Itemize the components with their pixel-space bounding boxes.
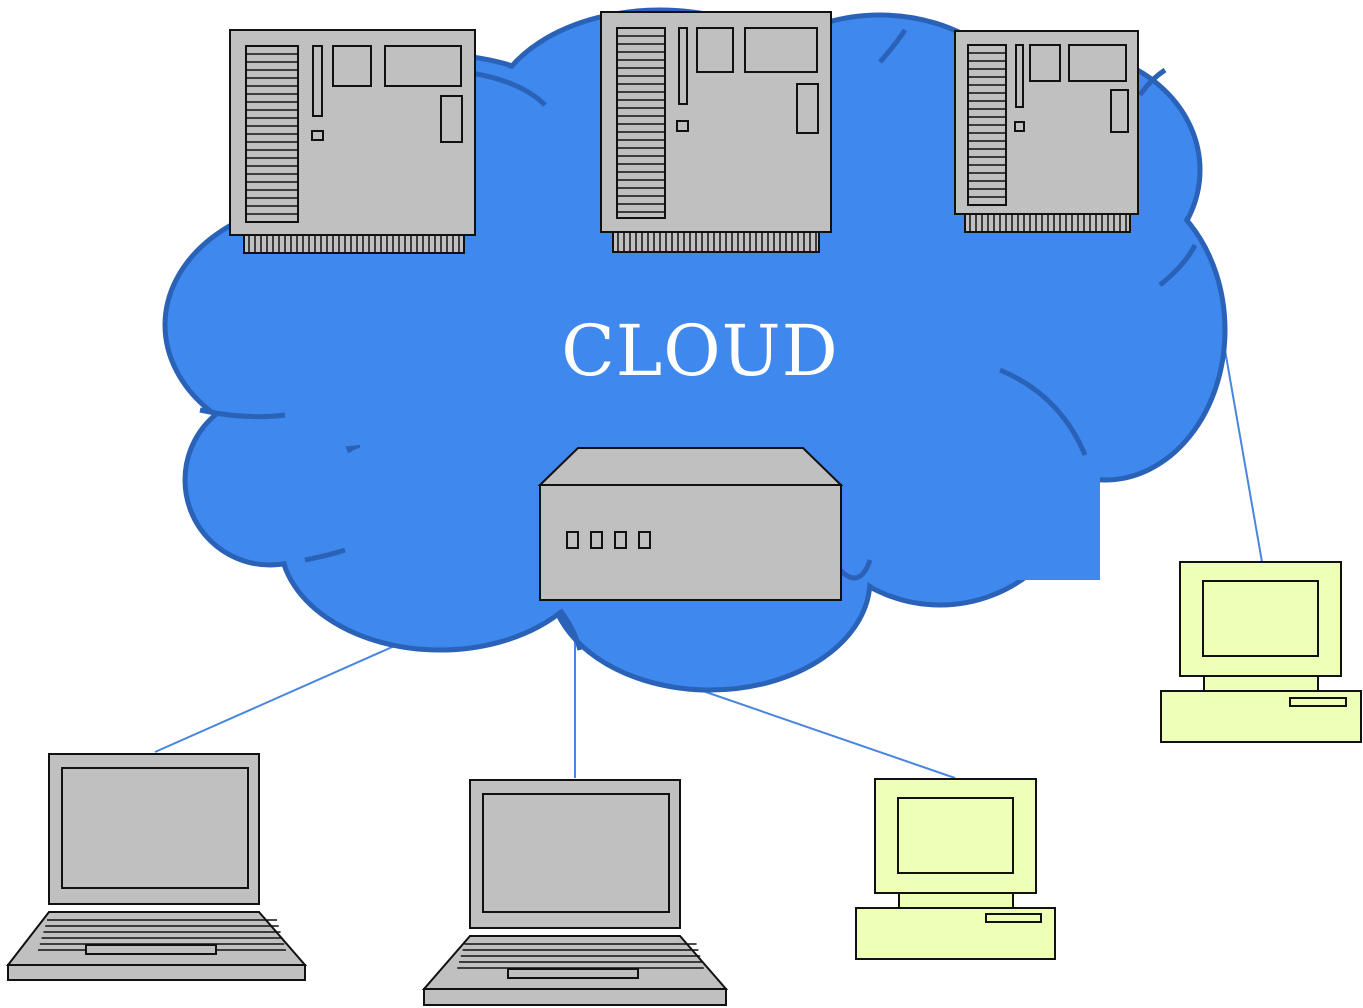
hub-port bbox=[638, 531, 651, 549]
server-3 bbox=[954, 30, 1139, 233]
hub-port bbox=[590, 531, 603, 549]
server-board-icon bbox=[600, 11, 832, 253]
server-board-icon bbox=[954, 30, 1139, 233]
server-board-icon bbox=[229, 29, 476, 254]
cloud-label: CLOUD bbox=[561, 310, 839, 392]
laptop-center bbox=[421, 779, 729, 1006]
desktop-right bbox=[1160, 561, 1362, 743]
link-desktop-right bbox=[1224, 349, 1263, 563]
laptop-icon bbox=[421, 779, 729, 1006]
desktop-computer-icon bbox=[1160, 561, 1362, 743]
server-2 bbox=[600, 11, 832, 253]
hub-port bbox=[614, 531, 627, 549]
link-laptop-left bbox=[154, 639, 409, 753]
laptop-left bbox=[5, 753, 308, 981]
server-1 bbox=[229, 29, 476, 254]
hub-port bbox=[566, 531, 579, 549]
network-hub bbox=[537, 447, 844, 601]
laptop-icon bbox=[5, 753, 308, 981]
connection-lines bbox=[154, 349, 1263, 779]
hub-icon bbox=[537, 447, 844, 601]
desktop-center bbox=[855, 778, 1056, 960]
link-desktop-center bbox=[699, 689, 956, 779]
desktop-computer-icon bbox=[855, 778, 1056, 960]
